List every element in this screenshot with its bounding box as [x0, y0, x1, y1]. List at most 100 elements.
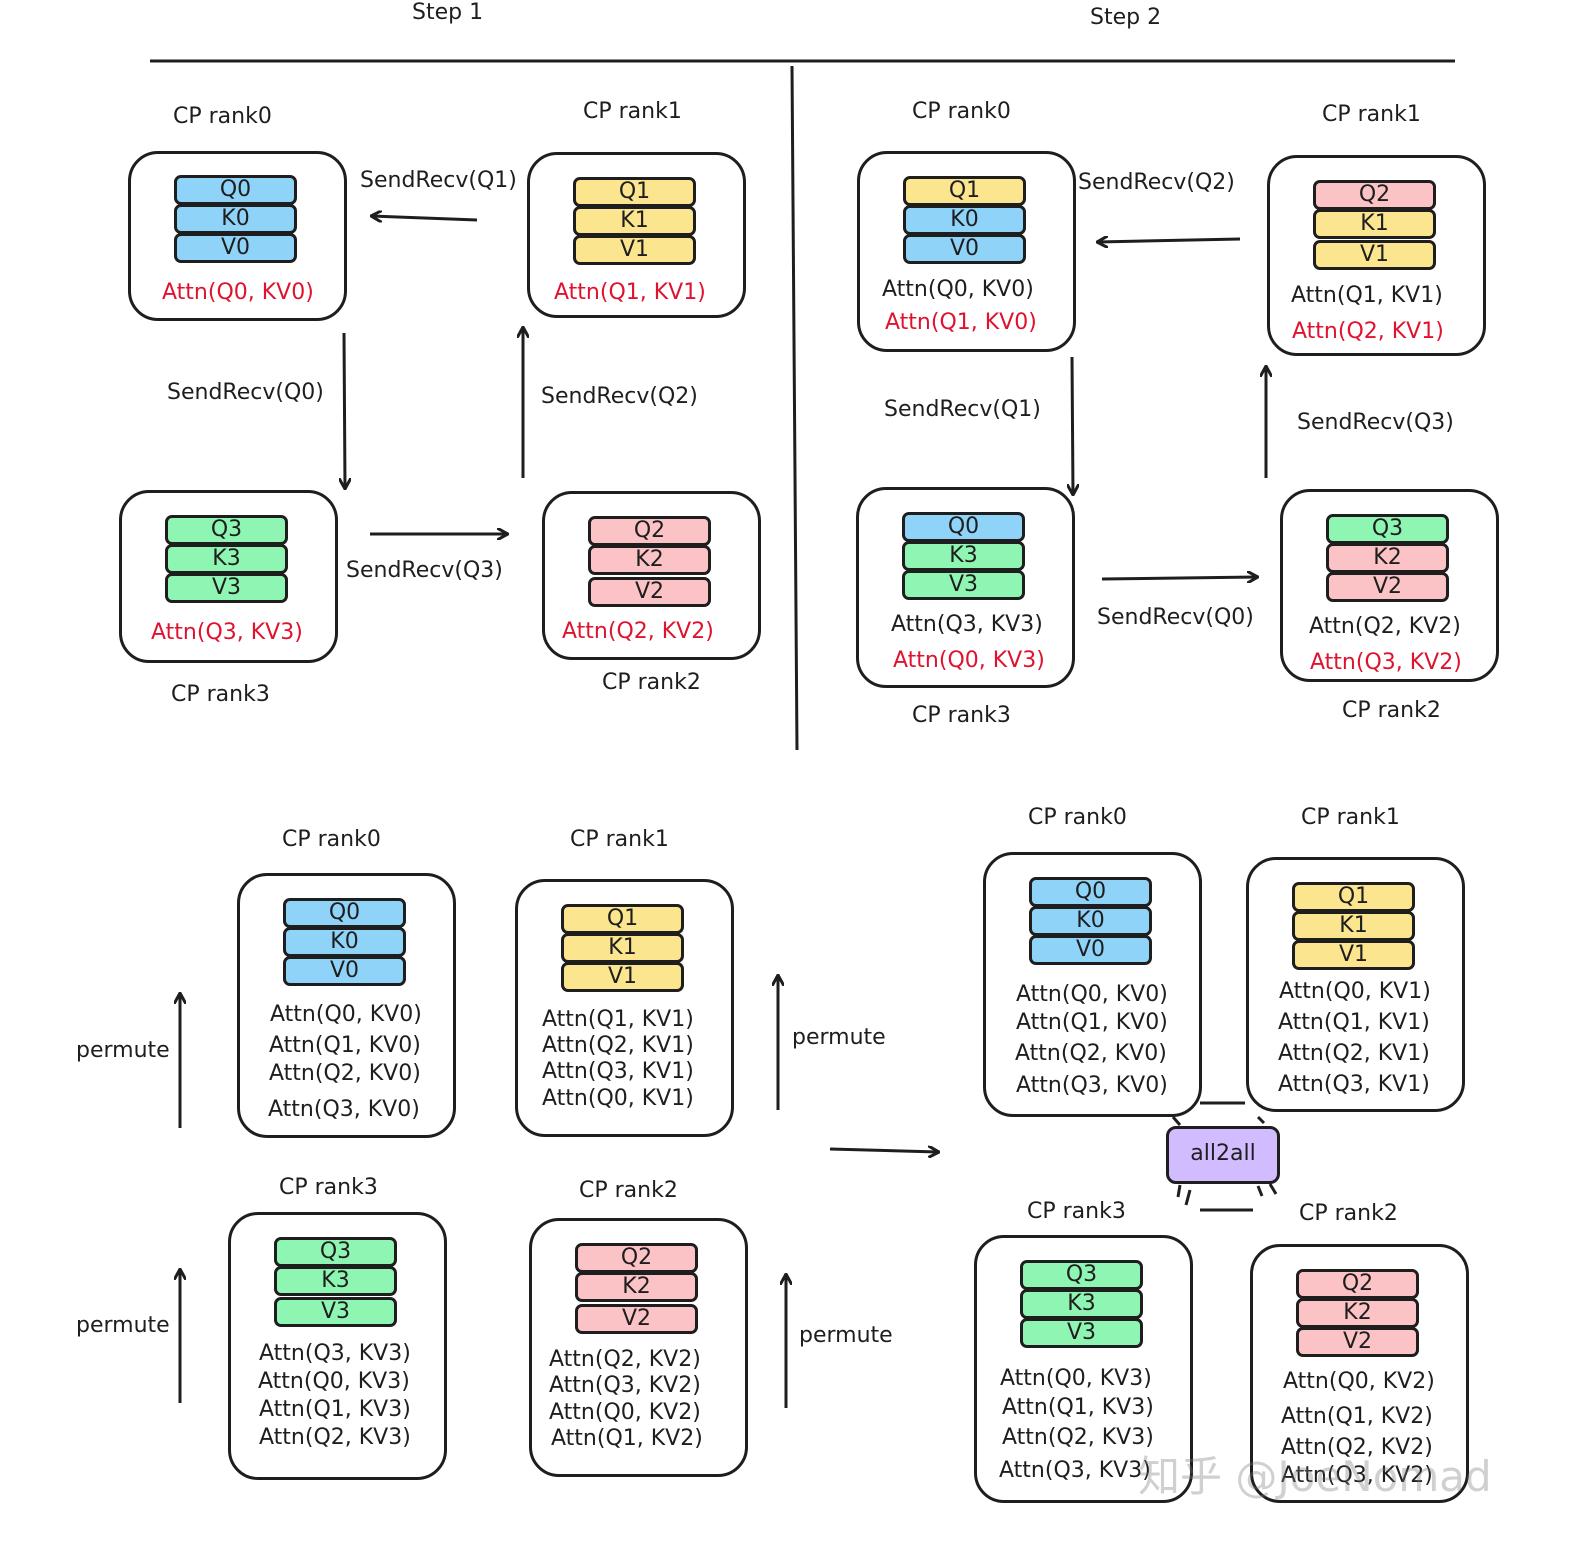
c-rank2-attn-1: Attn(Q0, KV2) — [1283, 1369, 1435, 1394]
c-rank1-box: Q1 K1 V1 Attn(Q0, KV1) Attn(Q1, KV1) Att… — [1246, 857, 1465, 1112]
s1-rank3-box: Q3 K3 V3 Attn(Q3, KV3) — [119, 490, 338, 663]
c-rank3-q3: Q3 — [1020, 1260, 1143, 1290]
s1-rank0-label: CP rank0 — [173, 104, 272, 129]
watermark: 知乎 @JoeNomad — [1138, 1452, 1492, 1501]
b-rank2-box: Q2 K2 V2 Attn(Q2, KV2) Attn(Q3, KV2) Att… — [529, 1218, 748, 1477]
s2-sendrecv-q3: SendRecv(Q3) — [1297, 410, 1454, 435]
s2-rank0-label: CP rank0 — [912, 99, 1011, 124]
c-rank2-k2: K2 — [1296, 1298, 1419, 1328]
s2-sendrecv-q2: SendRecv(Q2) — [1078, 170, 1235, 195]
s1-rank1-v1: V1 — [573, 235, 696, 265]
c-rank0-q0: Q0 — [1029, 877, 1152, 907]
b-rank3-attn-2: Attn(Q0, KV3) — [258, 1369, 410, 1394]
s1-rank1-q1: Q1 — [573, 177, 696, 207]
b-rank0-box: Q0 K0 V0 Attn(Q0, KV0) Attn(Q1, KV0) Att… — [237, 873, 456, 1138]
b-rank1-label: CP rank1 — [570, 827, 669, 852]
b-rank2-attn-1: Attn(Q2, KV2) — [549, 1347, 701, 1372]
s2-rank1-q2: Q2 — [1313, 180, 1436, 210]
c-rank0-box: Q0 K0 V0 Attn(Q0, KV0) Attn(Q1, KV0) Att… — [983, 852, 1202, 1117]
s2-rank0-attn-2: Attn(Q1, KV0) — [885, 310, 1037, 335]
b-rank1-q1: Q1 — [561, 904, 684, 934]
c-rank2-v2: V2 — [1296, 1327, 1419, 1357]
b-rank0-v0: V0 — [283, 956, 406, 986]
c-rank3-k3: K3 — [1020, 1289, 1143, 1319]
s2-rank1-attn-1: Attn(Q1, KV1) — [1291, 283, 1443, 308]
c-rank0-attn-2: Attn(Q1, KV0) — [1016, 1010, 1168, 1035]
s2-rank0-attn-1: Attn(Q0, KV0) — [882, 277, 1034, 302]
s2-rank1-k1: K1 — [1313, 209, 1436, 239]
s2-rank1-box: Q2 K1 V1 Attn(Q1, KV1) Attn(Q2, KV1) — [1267, 155, 1486, 356]
b-rank2-label: CP rank2 — [579, 1178, 678, 1203]
s1-rank3-v3: V3 — [165, 573, 288, 603]
c-rank1-attn-1: Attn(Q0, KV1) — [1279, 979, 1431, 1004]
s1-rank3-k3: K3 — [165, 544, 288, 574]
b-rank1-v1: V1 — [561, 962, 684, 992]
arrow-s2-rank0-to-rank3 — [1072, 356, 1073, 494]
c-rank3-attn-2: Attn(Q1, KV3) — [1002, 1395, 1154, 1420]
c-rank0-k0: K0 — [1029, 906, 1152, 936]
arrow-s1-rank1-to-rank0 — [372, 216, 478, 220]
b-rank3-q3: Q3 — [274, 1237, 397, 1267]
b-rank0-attn-3: Attn(Q2, KV0) — [269, 1061, 421, 1086]
b-rank2-v2: V2 — [575, 1304, 698, 1334]
c-rank3-box: Q3 K3 V3 Attn(Q0, KV3) Attn(Q1, KV3) Att… — [974, 1235, 1193, 1503]
c-rank3-attn-4: Attn(Q3, KV3) — [999, 1458, 1151, 1483]
b-rank1-attn-4: Attn(Q0, KV1) — [542, 1086, 694, 1111]
b-rank3-label: CP rank3 — [279, 1175, 378, 1200]
b-permute-left-bottom: permute — [76, 1313, 170, 1338]
all2all-ring — [1171, 1101, 1278, 1212]
s2-rank2-q3: Q3 — [1326, 514, 1449, 544]
c-rank0-v0: V0 — [1029, 935, 1152, 965]
c-rank2-attn-3: Attn(Q2, KV2) — [1281, 1435, 1433, 1460]
b-rank3-attn-1: Attn(Q3, KV3) — [259, 1341, 411, 1366]
b-rank1-attn-2: Attn(Q2, KV1) — [542, 1033, 694, 1058]
b-rank1-box: Q1 K1 V1 Attn(Q1, KV1) Attn(Q2, KV1) Att… — [515, 879, 734, 1137]
b-rank2-attn-3: Attn(Q0, KV2) — [549, 1400, 701, 1425]
s2-rank0-box: Q1 K0 V0 Attn(Q0, KV0) Attn(Q1, KV0) — [857, 151, 1076, 352]
b-rank0-q0: Q0 — [283, 898, 406, 928]
b-permute-left-top: permute — [76, 1038, 170, 1063]
c-rank2-label: CP rank2 — [1299, 1201, 1398, 1226]
c-rank0-label: CP rank0 — [1028, 805, 1127, 830]
s2-rank0-v0: V0 — [903, 234, 1026, 264]
s2-rank3-label: CP rank3 — [912, 703, 1011, 728]
c-rank0-attn-4: Attn(Q3, KV0) — [1016, 1073, 1168, 1098]
b-rank1-attn-1: Attn(Q1, KV1) — [542, 1007, 694, 1032]
s2-rank2-k2: K2 — [1326, 543, 1449, 573]
s1-rank0-q0: Q0 — [174, 175, 297, 205]
all2all-node: all2all — [1166, 1126, 1280, 1184]
s1-rank0-v0: V0 — [174, 233, 297, 263]
step1-header: Step 1 — [412, 0, 484, 25]
b-rank0-attn-1: Attn(Q0, KV0) — [270, 1002, 422, 1027]
arrow-s2-rank3-to-rank2 — [1101, 577, 1257, 579]
arrow-to-all2all — [829, 1149, 938, 1152]
s2-rank1-attn-2: Attn(Q2, KV1) — [1292, 319, 1444, 344]
c-rank1-attn-2: Attn(Q1, KV1) — [1278, 1010, 1430, 1035]
step2-header: Step 2 — [1090, 5, 1162, 30]
c-rank3-attn-3: Attn(Q2, KV3) — [1002, 1425, 1154, 1450]
b-rank2-q2: Q2 — [575, 1243, 698, 1273]
c-rank0-attn-1: Attn(Q0, KV0) — [1016, 982, 1168, 1007]
b-rank0-attn-2: Attn(Q1, KV0) — [269, 1033, 421, 1058]
s1-rank2-label: CP rank2 — [602, 670, 701, 695]
c-rank3-label: CP rank3 — [1027, 1199, 1126, 1224]
s2-rank3-box: Q0 K3 V3 Attn(Q3, KV3) Attn(Q0, KV3) — [856, 487, 1075, 688]
s2-rank2-v2: V2 — [1326, 572, 1449, 602]
s1-rank1-label: CP rank1 — [583, 99, 682, 124]
s2-rank2-attn-2: Attn(Q3, KV2) — [1310, 650, 1462, 675]
b-rank0-k0: K0 — [283, 927, 406, 957]
s1-rank1-box: Q1 K1 V1 Attn(Q1, KV1) — [527, 152, 746, 318]
step-divider-line — [790, 65, 799, 751]
s1-sendrecv-q0: SendRecv(Q0) — [167, 380, 324, 405]
s1-rank2-attn: Attn(Q2, KV2) — [562, 619, 714, 644]
s1-rank0-box: Q0 K0 V0 Attn(Q0, KV0) — [128, 151, 347, 321]
b-rank1-attn-3: Attn(Q3, KV1) — [542, 1059, 694, 1084]
c-rank2-attn-4: Attn(Q3, KV2) — [1281, 1463, 1433, 1488]
arrow-s2-rank1-to-rank0 — [1098, 239, 1241, 242]
b-rank3-box: Q3 K3 V3 Attn(Q3, KV3) Attn(Q0, KV3) Att… — [228, 1212, 447, 1480]
s1-rank2-box: Q2 K2 V2 Attn(Q2, KV2) — [542, 491, 761, 660]
arrow-s1-rank0-to-rank3 — [344, 332, 345, 488]
c-rank1-v1: V1 — [1292, 940, 1415, 970]
b-permute-right-top: permute — [792, 1025, 886, 1050]
